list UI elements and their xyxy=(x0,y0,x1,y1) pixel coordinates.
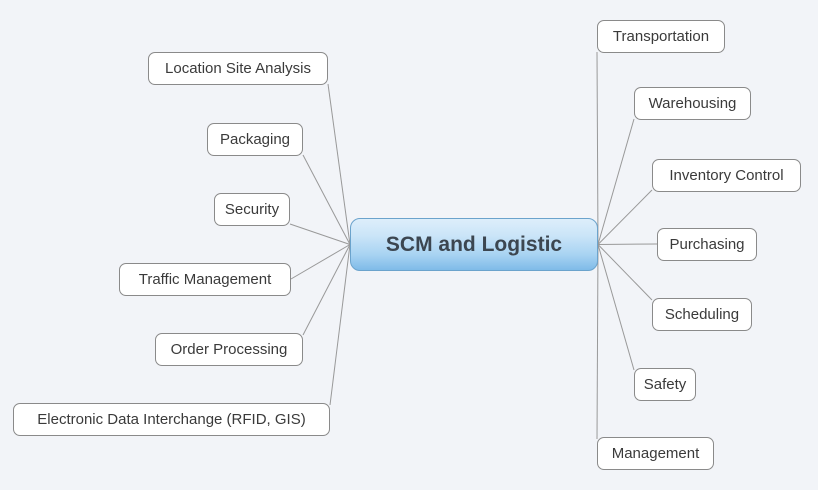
branch-node[interactable]: Management xyxy=(597,437,714,470)
branch-node[interactable]: Purchasing xyxy=(657,228,757,261)
branch-node[interactable]: Location Site Analysis xyxy=(148,52,328,85)
connector-line xyxy=(329,244,351,406)
branch-node[interactable]: Electronic Data Interchange (RFID, GIS) xyxy=(13,403,330,436)
branch-node[interactable]: Scheduling xyxy=(652,298,752,331)
connector-line xyxy=(597,118,635,245)
connector-line xyxy=(289,223,351,245)
connector-line xyxy=(597,189,653,245)
connector-line xyxy=(597,244,635,371)
connector-line xyxy=(596,51,599,245)
connector-line xyxy=(327,83,351,245)
branch-node[interactable]: Order Processing xyxy=(155,333,303,366)
branch-node[interactable]: Security xyxy=(214,193,290,226)
connector-line xyxy=(596,244,599,440)
branch-node[interactable]: Safety xyxy=(634,368,696,401)
connector-line xyxy=(302,154,351,245)
branch-node[interactable]: Transportation xyxy=(597,20,725,53)
branch-node[interactable]: Warehousing xyxy=(634,87,751,120)
connector-line xyxy=(302,244,351,336)
branch-node[interactable]: Inventory Control xyxy=(652,159,801,192)
connector-line xyxy=(290,244,351,280)
center-node[interactable]: SCM and Logistic xyxy=(350,218,598,271)
branch-node[interactable]: Packaging xyxy=(207,123,303,156)
connector-line xyxy=(597,243,658,245)
connector-line xyxy=(597,244,653,301)
branch-node[interactable]: Traffic Management xyxy=(119,263,291,296)
